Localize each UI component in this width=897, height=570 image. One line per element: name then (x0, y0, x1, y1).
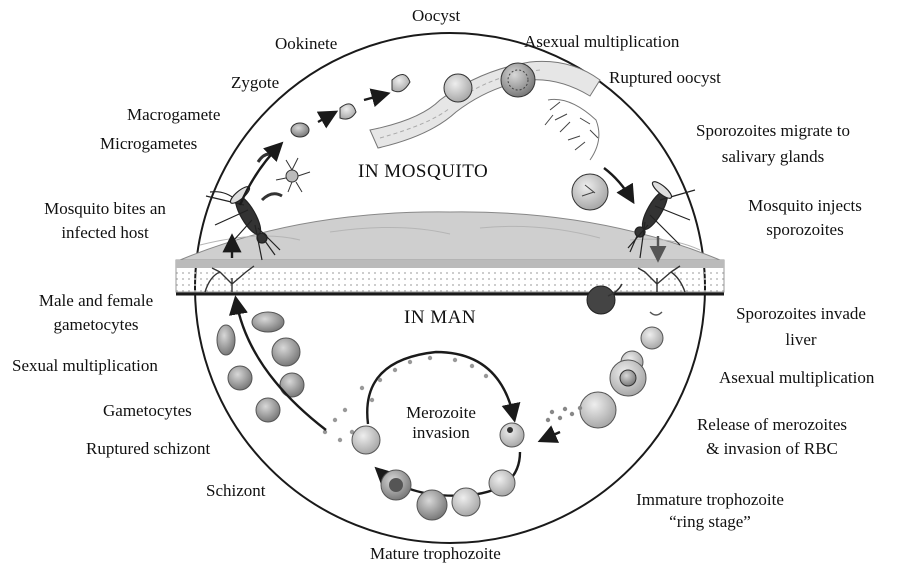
oocyst-label: Oocyst (412, 6, 460, 26)
sporozoites-migrate-line2: salivary glands (662, 147, 884, 167)
mosquito-bites-label: Mosquito bites an infected host (20, 199, 190, 243)
sexual-multiplication-label: Sexual multiplication (12, 356, 158, 376)
male-female-gametocytes-line2: gametocytes (16, 315, 176, 335)
merozoite-invasion-label: Merozoite invasion (396, 403, 486, 443)
ruptured-schizont-label: Ruptured schizont (86, 439, 210, 459)
region-man-label: IN MAN (404, 308, 476, 328)
male-female-gametocytes-line1: Male and female (16, 291, 176, 311)
gametocyte-cells (217, 312, 304, 422)
ookinete-cell (392, 74, 410, 91)
salivary-gland (572, 174, 608, 210)
sporozoites-migrate-label: Sporozoites migrate to salivary glands (662, 121, 884, 167)
sporozoites-invade-line1: Sporozoites invade (708, 304, 894, 324)
immature-trophozoite-line1: Immature trophozoite (614, 490, 806, 510)
zygote-label: Zygote (231, 73, 279, 93)
male-female-gametocytes-label: Male and female gametocytes (16, 291, 176, 335)
sporozoites-invade-line2: liver (708, 330, 894, 350)
merozoite-invasion-line1: Merozoite (396, 403, 486, 423)
asexual-multiplication-human-label: Asexual multiplication (719, 368, 897, 388)
mature-trophozoite-label: Mature trophozoite (370, 544, 501, 564)
macrogamete-label: Macrogamete (127, 105, 220, 125)
immature-trophozoite-line2: “ring stage” (614, 512, 806, 532)
mosquito-injects-label: Mosquito injects sporozoites (720, 196, 890, 240)
sporozoites-migrate-line1: Sporozoites migrate to (662, 121, 884, 141)
ookinete-label: Ookinete (275, 34, 337, 54)
release-merozoites-label: Release of merozoites & invasion of RBC (676, 415, 868, 459)
immature-trophozoite-label: Immature trophozoite “ring stage” (614, 490, 806, 532)
mosquito-injects-line2: sporozoites (720, 220, 890, 240)
microgametes-label: Microgametes (100, 134, 197, 154)
liver-cell (587, 286, 615, 314)
merozoite-dots-right (546, 406, 582, 422)
merozoite-invasion-line2: invasion (396, 423, 486, 443)
mosquito-bites-line2: infected host (20, 223, 190, 243)
ruptured-oocyst-sporozoites (545, 99, 599, 160)
liver-stage-cells (580, 327, 663, 428)
ruptured-oocyst-label: Ruptured oocyst (609, 68, 721, 88)
release-merozoites-line1: Release of merozoites (676, 415, 868, 435)
mosquito-injects-line1: Mosquito injects (720, 196, 890, 216)
mosquito-bites-line1: Mosquito bites an (20, 199, 190, 219)
release-merozoites-line2: & invasion of RBC (676, 439, 868, 459)
sporozoites-invade-liver-label: Sporozoites invade liver (708, 304, 894, 350)
region-mosquito-label: IN MOSQUITO (358, 162, 488, 182)
asexual-multiplication-mosquito-label: Asexual multiplication (524, 32, 679, 52)
gametocytes-label: Gametocytes (103, 401, 192, 421)
macrogamete-cell (291, 123, 309, 137)
schizont-label: Schizont (206, 481, 266, 501)
zygote-cell (340, 104, 356, 119)
